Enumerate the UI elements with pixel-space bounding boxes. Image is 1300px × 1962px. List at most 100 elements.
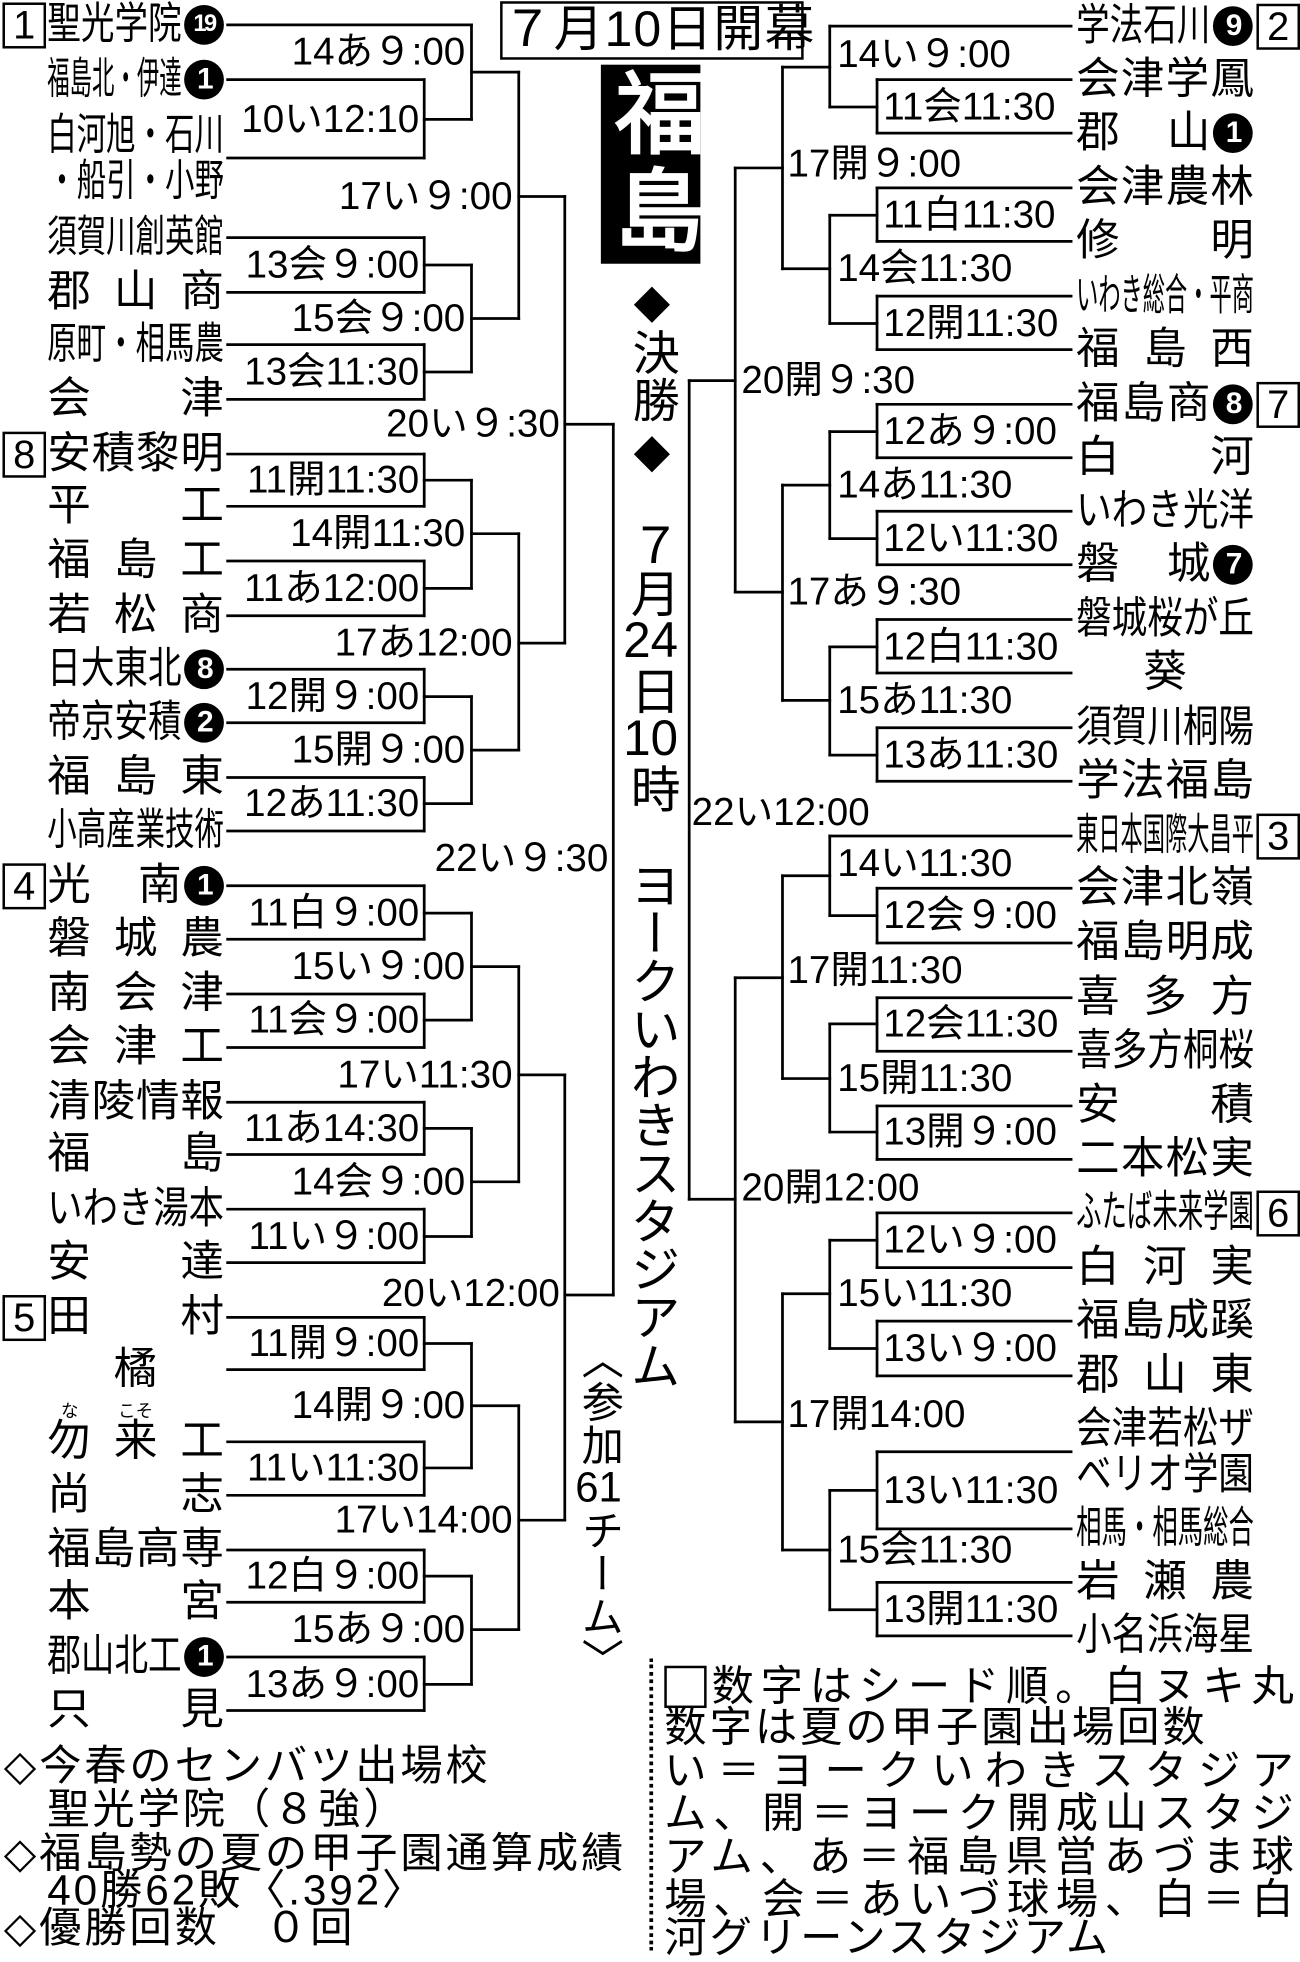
legend-line: アム、あ＝福島県営あづま球 [664,1833,1294,1881]
team-name: 只見 [47,1685,224,1735]
match-schedule-label: 17開11:30 [787,947,963,992]
appearance-count-badge: 2 [184,702,224,743]
team-name: 会津工 [47,1022,224,1072]
team-name: 聖光学院 [47,0,182,49]
furigana: こそ [118,1400,154,1421]
match-schedule-label: 20い12:00 [381,1271,560,1315]
team-name: 東日本国際大昌平 [1076,811,1254,860]
team-name: 須賀川桐陽 [1076,702,1254,752]
team-name: 日大東北 [47,644,182,693]
match-schedule-label: 15会９:00 [291,296,466,340]
team-name: 小高産業技術 [47,806,224,855]
match-schedule-label: 11あ14:30 [244,1105,420,1150]
vertical-glyph: 参 [574,1380,623,1424]
legend-line: 数字は夏の甲子園出場回数 [664,1704,1208,1752]
team-name: いわき湯本 [47,1184,224,1233]
match-schedule-label: 13い11:30 [883,1467,1059,1512]
team-name: 学法福島 [1076,756,1254,805]
match-schedule-label: 13あ11:30 [883,732,1059,777]
team-name: 福島明成 [1076,918,1254,967]
match-schedule-label: 12開11:30 [883,301,1059,345]
vertical-glyph: 島 [600,164,701,262]
vertical-glyph: ク [623,955,678,1004]
seed-box-icon [664,1665,707,1709]
legend-divider [649,1658,654,1951]
match-schedule-label: 11開11:30 [246,457,420,502]
match-schedule-label: 14い11:30 [837,840,1013,885]
appearance-count-badge: 8 [1212,384,1253,425]
team-name: 小名浜海星 [1076,1611,1254,1660]
participant-count: 〈参加61チーム〉 [571,1337,626,1681]
vertical-glyph: い [623,1003,678,1052]
vertical-glyph: タ [623,1195,678,1244]
note-senbatsu-school: 聖光学院（８強） [47,1786,409,1834]
match-schedule-label: 15い９:00 [291,944,466,988]
legend-line: ム、開＝ヨーク開成山スタジ [664,1790,1294,1838]
match-schedule-label: 10い12:10 [241,97,420,141]
team-name: 清陵情報 [47,1077,224,1126]
team-name: 福島商 [1076,379,1211,428]
match-schedule-label: 14会９:00 [291,1159,466,1203]
team-name: 安積黎明 [47,429,224,478]
match-schedule-label: 17あ12:00 [334,620,513,665]
match-schedule-label: 12い11:30 [883,516,1059,560]
appearance-count-badge: 1 [184,865,224,906]
legend-line: 場、会＝あいづ球場、白＝白 [664,1875,1294,1924]
team-name: 岩瀬農 [1076,1557,1254,1607]
furigana: な [60,1400,79,1421]
match-schedule-label: 15い11:30 [837,1271,1013,1315]
vertical-glyph: ◆ [624,273,677,329]
appearance-count-badge: 1 [1212,113,1253,154]
note-record-heading: ◇福島勢の夏の甲子園通算成績 [3,1829,627,1878]
team-name: 学法石川 [1076,1,1211,50]
team-name: 福島北・伊達 [47,54,182,104]
seed-number-box: 6 [1256,1190,1300,1237]
match-schedule-label: 12開９:00 [245,674,420,718]
note-championships: ◇優勝回数 ０回 [3,1904,356,1952]
match-schedule-label: 11あ12:00 [244,566,420,610]
team-name: 南会津 [47,969,224,1018]
team-name: 磐城農 [47,914,224,963]
team-name: 郡山 [1076,108,1211,157]
vertical-glyph: 加 [574,1423,623,1467]
vertical-glyph: 勝 [624,375,677,423]
final-title: ◆決勝◆ [623,274,678,478]
note-senbatsu-heading: ◇今春のセンバツ出場校 [3,1742,491,1791]
seed-number-box: 5 [2,1295,47,1342]
match-schedule-label: 14開11:30 [290,511,466,555]
team-name: ふたば未来学園 [1076,1188,1254,1237]
seed-number-box: 1 [2,2,47,49]
team-name: 福島高専 [47,1525,224,1574]
vertical-glyph: き [623,1099,678,1148]
vertical-glyph: 日 [623,665,678,714]
vertical-glyph: 福 [600,67,701,165]
match-schedule-label: 12白11:30 [883,624,1059,669]
vertical-glyph: ム [623,1339,678,1389]
vertical-glyph: 24 [623,616,678,666]
legend-text: 数字はシード順。白ヌキ丸 [711,1663,1294,1711]
match-schedule-label: 11開９:00 [248,1321,420,1365]
match-schedule-label: 13い９:00 [883,1326,1057,1370]
match-schedule-label: 13会９:00 [245,242,420,287]
match-schedule-label: 11い９:00 [248,1214,420,1258]
vertical-glyph: 〈 [574,1337,623,1381]
team-name: 葵 [1143,648,1187,697]
match-schedule-label: 12あ11:30 [244,781,420,825]
appearance-count-badge: 19 [184,4,224,45]
vertical-glyph: ◆ [624,422,677,478]
team-name: 会津 [47,374,224,423]
opening-date-box: ７月10日開幕 [500,1,814,60]
team-name: いわき総合・平商 [1076,271,1254,320]
match-schedule-label: 15あ９:00 [291,1607,466,1651]
team-name: 安達 [47,1237,224,1287]
vertical-glyph: ス [623,1147,678,1196]
team-name: 会津北嶺 [1076,863,1254,912]
vertical-glyph [623,812,678,860]
team-name: 福島西 [1076,324,1254,374]
match-schedule-label: 12会９:00 [883,893,1057,937]
vertical-glyph: 61 [575,1466,622,1509]
vertical-glyph: 〉 [574,1637,623,1682]
match-schedule-label: 13開９:00 [883,1109,1057,1154]
match-schedule-label: 17い14:00 [334,1497,513,1542]
team-name: 会津若松ザ [1076,1404,1254,1454]
